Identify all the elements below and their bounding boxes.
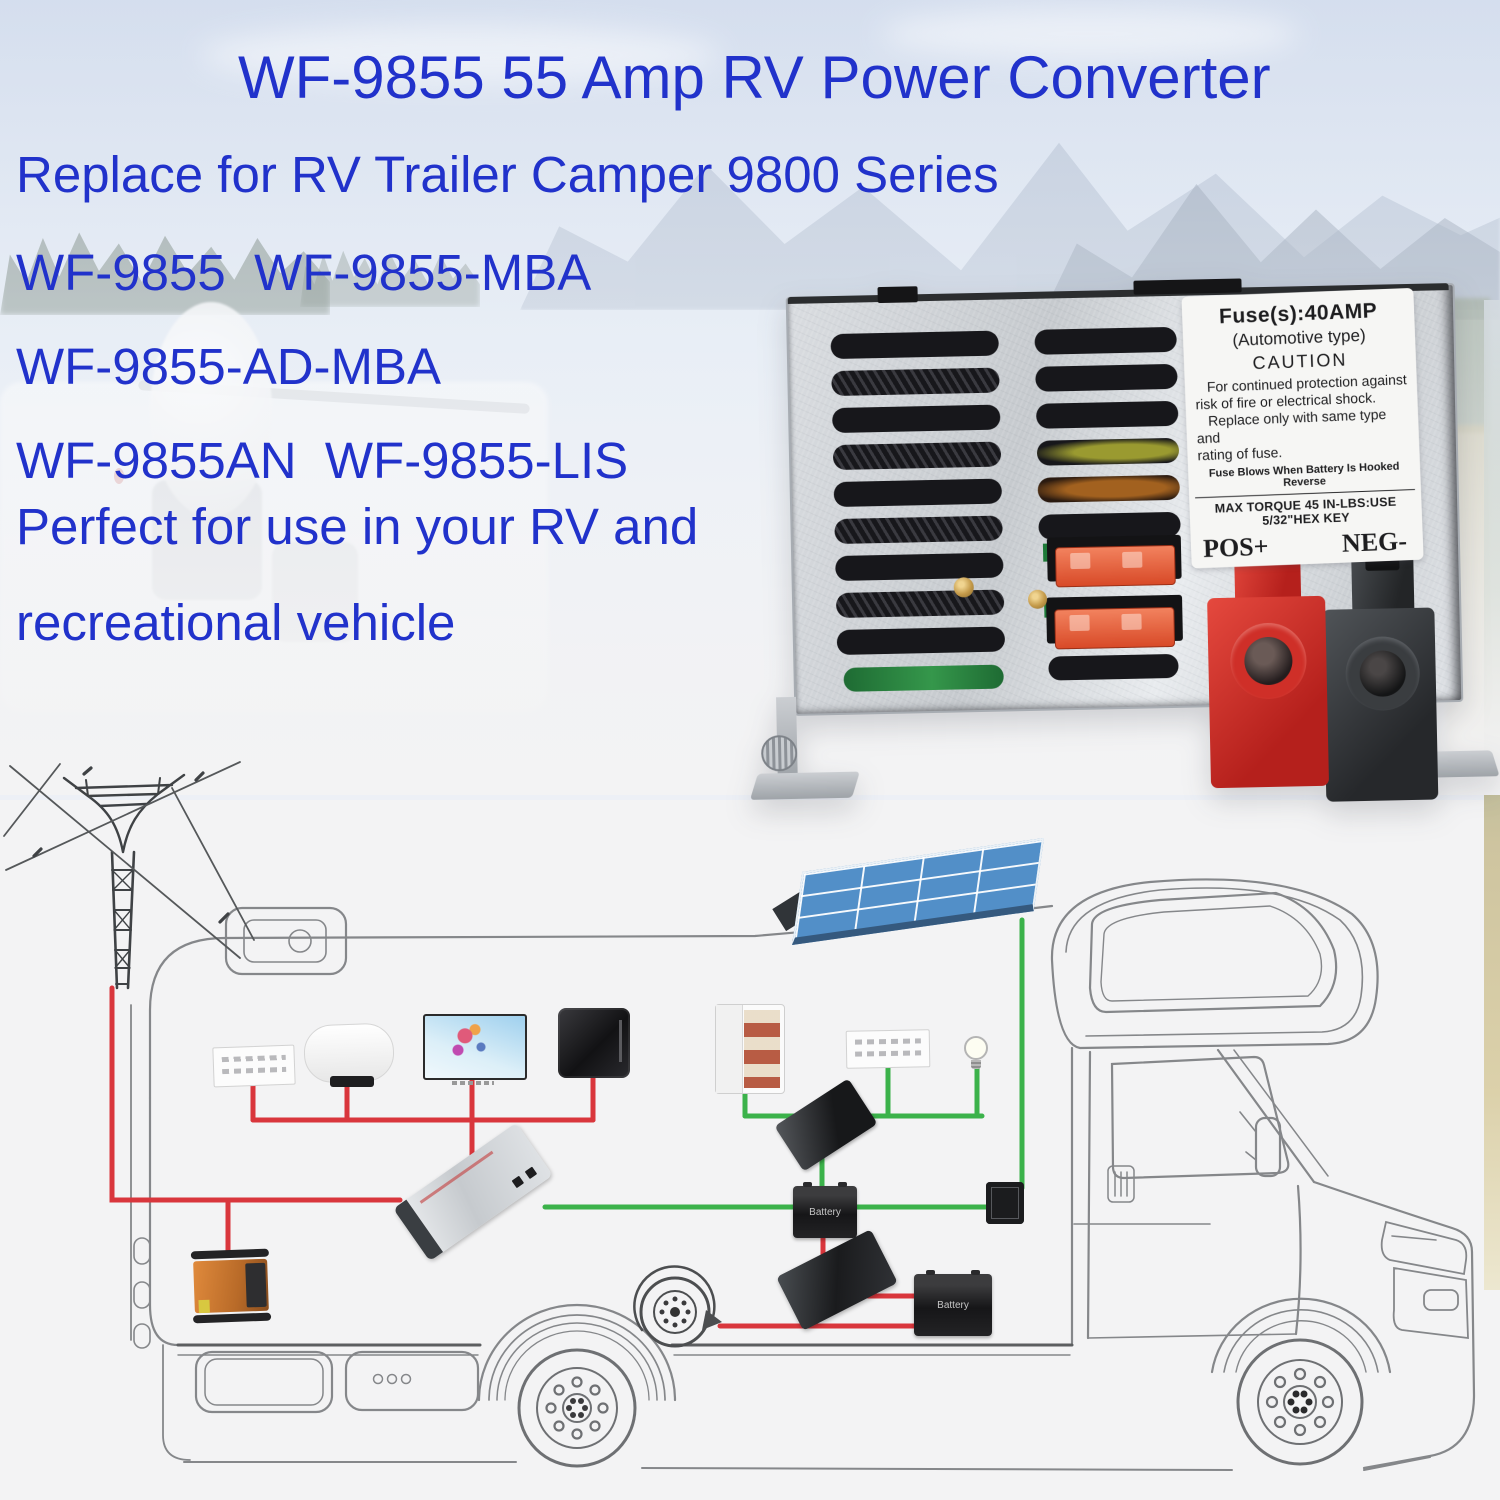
polarity-row: POS+ NEG- [1200,522,1413,564]
vent-slot [832,441,1002,471]
battery-label: Battery [809,1206,841,1218]
transfer-switch-icon [986,1182,1024,1224]
vent-slot [830,330,999,360]
roof-ac-unit [224,906,348,976]
marketing-line-models: WF-9855 WF-9855-MBA [16,244,592,301]
vent-slot [835,552,1004,582]
headlight [1423,1289,1459,1311]
vent-slot [1034,326,1177,355]
tv-stand [452,1081,494,1085]
bulb-glass [964,1036,988,1060]
inverter-outlet [524,1166,538,1180]
panel-text-row [855,1050,922,1057]
vent-slot [832,404,1001,434]
power-lines [3,761,255,959]
marketing-line-models: WF-9855AN WF-9855-LIS [16,432,629,489]
rear-wheel [517,1348,637,1468]
fuse-window [1121,613,1142,631]
terminal-body [1322,607,1439,802]
vent-slot [833,478,1003,508]
battery-terminal [803,1182,812,1187]
battery-terminal [838,1182,847,1187]
dc-wires [542,917,1025,1210]
terminal-hole [1359,650,1407,698]
panel-text-row [222,1066,287,1075]
ac-wires [109,985,943,1329]
vent-slot-coil [1037,474,1181,503]
fridge-icon [715,1004,785,1094]
marketing-line-models: WF-9855-AD-MBA [16,338,442,395]
house-battery-icon: Battery [793,1182,857,1238]
chassis-battery-icon: Battery [914,1270,992,1336]
vent-column-left [830,330,1006,667]
case-tab [1133,278,1242,295]
fuse-window [1070,552,1091,570]
water-heater-icon [303,1022,395,1084]
vent-slot [1035,400,1179,429]
product-title: WF-9855 55 Amp RV Power Converter [238,44,1271,111]
vent-slot [835,589,1005,619]
power-converter-photo: Fuse(s):40AMP (Automotive type) CAUTION … [749,278,1500,802]
inverter-outlet [511,1175,525,1189]
fridge-interior [744,1010,780,1088]
battery-label: Battery [937,1299,969,1311]
vent-slot [834,515,1003,545]
case-tab [877,286,918,304]
panel-text-row [221,1054,286,1063]
terminal-hole-ring [1229,622,1308,700]
vent-slot [1048,653,1179,681]
fuse-window [1122,551,1143,569]
tv-icon [423,1014,527,1080]
vent-column-right [1034,326,1181,552]
mounting-foot-left [749,771,860,800]
battery-terminal [971,1270,980,1275]
generator-fuel-valve [198,1299,210,1314]
bulb-base [971,1060,981,1069]
panel-text-row [854,1038,921,1045]
pcb-vent-slot [843,664,1004,692]
microwave-icon [558,1008,630,1078]
vent-slot [1035,363,1178,392]
blade-fuse [1054,606,1176,650]
fridge-door [716,1005,743,1093]
terminal-hole-ring [1344,635,1421,712]
vent-slot [831,367,1000,397]
door-handle [1107,1165,1135,1203]
blower-fan [633,1265,722,1348]
vent-slot-transformer [1036,437,1180,466]
marketing-line: Replace for RV Trailer Camper 9800 Serie… [16,146,999,203]
side-mirror [1239,1111,1282,1178]
reverse-warning: Fuse Blows When Battery Is Hooked Revers… [1208,460,1400,490]
breaker-panel-icon [212,1044,296,1088]
power-grid-tower [3,761,255,990]
marketing-line: Perfect for use in your RV and [16,498,699,555]
water-heater-base [330,1076,374,1087]
warning-label: Fuse(s):40AMP (Automotive type) CAUTION … [1181,287,1424,569]
generator-icon [190,1248,272,1324]
vent-slot [836,626,1006,656]
front-wheel [1236,1338,1364,1466]
negative-terminal-block [1321,535,1443,805]
caution-paragraph: For continued protection against risk of… [1195,371,1410,464]
generator-frame [190,1248,269,1260]
terminal-hole [1243,636,1293,686]
neg-terminal-label: NEG- [1341,526,1408,559]
blade-fuse [1054,544,1176,588]
marketing-line: recreational vehicle [16,594,456,651]
light-bulb-icon [963,1036,989,1070]
terminal-body [1207,595,1330,789]
distribution-panel-icon [845,1029,931,1069]
rv-outline [130,878,1476,1471]
microwave-handle [619,1020,622,1062]
generator-panel [245,1262,267,1308]
fuse-window [1069,614,1090,632]
battery-terminal [926,1270,935,1275]
pos-terminal-label: POS+ [1202,532,1269,564]
